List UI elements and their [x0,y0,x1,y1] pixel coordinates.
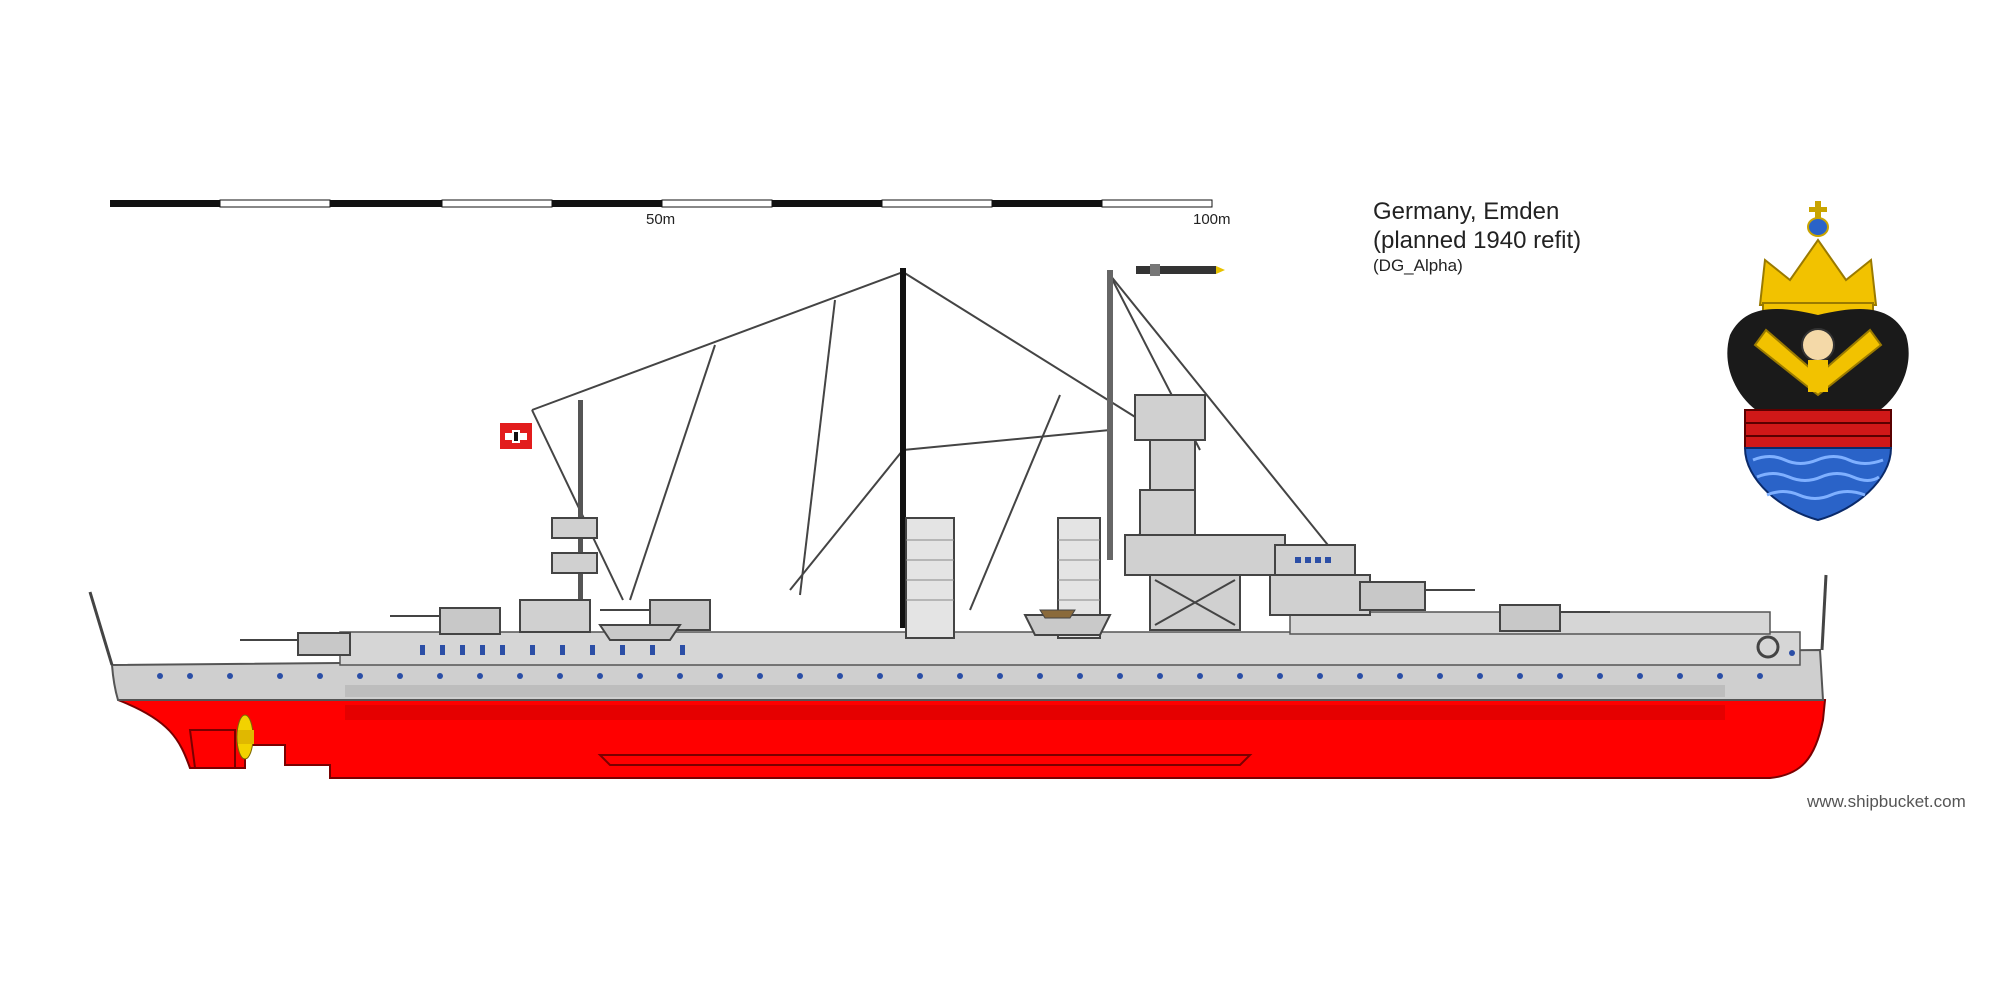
caption-credit: (DG_Alpha) [1373,256,1463,275]
boot-topping [345,705,1725,720]
stern-staff [88,591,114,666]
aircraft [1136,264,1225,276]
scale-end-label: 100m [1193,211,1231,228]
portholes [157,673,1763,679]
anchor [1756,635,1795,659]
bridge-tower [1124,394,1286,631]
fore-mast [578,400,583,620]
scale-bar [110,199,1213,208]
main-mast [900,268,906,628]
emden-crest [1727,201,1909,522]
rudder [188,729,236,769]
site-watermark: www.shipbucket.com [1807,792,1966,811]
caption-line1: Germany, Emden [1373,198,1560,225]
aft-tower [519,517,598,633]
jack-staff [1820,574,1828,651]
scale-mid-label: 50m [646,211,676,228]
propeller [236,714,254,760]
ship-boats [598,609,1112,641]
deck-windows [420,645,685,655]
funnel-fore [905,517,955,639]
ship-caption: Germany, Emden (planned 1940 refit) (DG_… [1373,197,1581,277]
caption-line2: (planned 1940 refit) [1373,227,1582,254]
fore-superstructure [1269,544,1371,616]
aft-mast [1107,270,1113,560]
armor-belt [345,685,1725,697]
ensign-flag [500,423,532,449]
bilge-keel [597,754,1253,766]
